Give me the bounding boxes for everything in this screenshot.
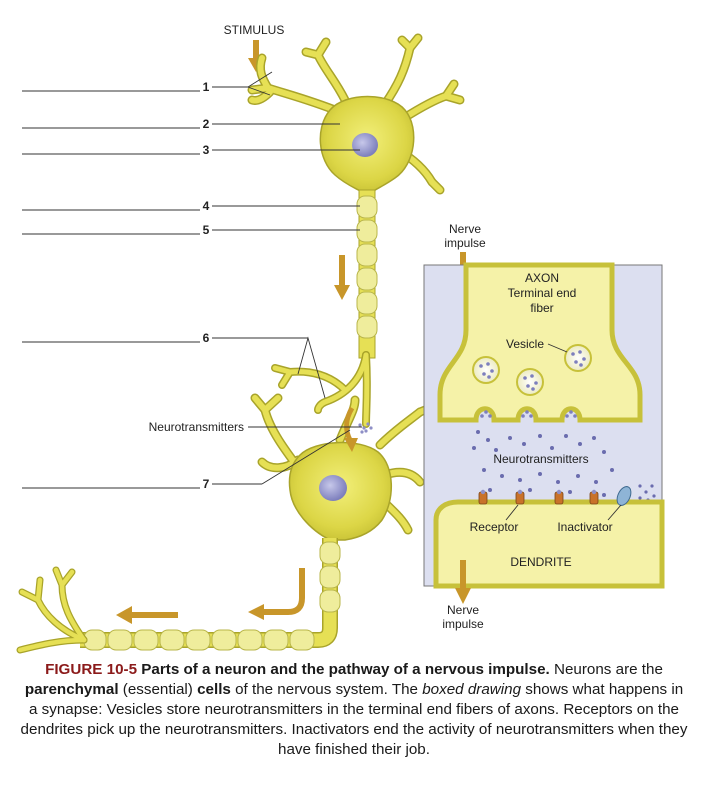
label-number-1: 1 (203, 80, 210, 94)
figure-caption: FIGURE 10-5 Parts of a neuron and the pa… (20, 660, 688, 760)
upper-dendrites (247, 33, 465, 195)
impulse-arrow-synapse (344, 406, 358, 452)
label-number-3: 3 (203, 143, 210, 157)
synapse-dots-left (358, 422, 373, 434)
axon-label-1: AXON (525, 271, 559, 285)
label-number-6: 6 (203, 331, 210, 345)
nerve-impulse-top-line1: Nerve (449, 222, 481, 236)
inactivator-label: Inactivator (557, 520, 612, 534)
nerve-impulse-arrow-bottom (455, 560, 471, 604)
caption-text-3: of the nervous system. The (235, 681, 418, 698)
axon-terminal-branches (271, 351, 371, 428)
caption-text-2: (essential) (122, 681, 193, 698)
impulse-arrow-curve (248, 568, 305, 620)
lower-nucleus (319, 475, 347, 501)
figure-id: FIGURE 10-5 (45, 661, 138, 678)
figure-title: Parts of a neuron and the pathway of a n… (141, 661, 550, 678)
nerve-impulse-bottom-line2: impulse (442, 617, 484, 631)
dendrite-membrane (433, 499, 665, 589)
neurotransmitters-label-box: Neurotransmitters (493, 452, 588, 466)
nerve-impulse-top-line2: impulse (444, 236, 486, 250)
caption-text-4: shows what happens in a synapse: Vesicle… (20, 681, 688, 758)
synapse-box: AXON Terminal end fiber Vesicle Neurotra… (423, 262, 665, 589)
receptor-label: Receptor (470, 520, 519, 534)
label-lines (22, 71, 362, 489)
caption-bold-1: parenchymal (24, 681, 119, 698)
impulse-arrow-left (116, 606, 178, 624)
inactivator (616, 486, 632, 506)
number-labels: 1 2 3 4 5 6 7 (203, 80, 210, 491)
lower-axon (80, 538, 341, 651)
vesicle-label: Vesicle (506, 337, 544, 351)
label-number-2: 2 (203, 117, 210, 131)
released-neurotransmitters (472, 430, 656, 502)
label-number-5: 5 (203, 223, 210, 237)
label-number-7: 7 (203, 477, 210, 491)
upper-axon (356, 189, 378, 359)
dendrite-label: DENDRITE (510, 555, 571, 569)
axon-label-3: fiber (530, 301, 553, 315)
stimulus-label: STIMULUS (224, 23, 285, 37)
label-number-4: 4 (203, 199, 210, 213)
neurotransmitters-label-left: Neurotransmitters (149, 420, 244, 434)
caption-bold-2: cells (197, 681, 231, 698)
receptors (478, 489, 599, 505)
caption-text-1: Neurons are the (554, 661, 663, 678)
vesicles (472, 344, 592, 418)
caption-italic-1: boxed drawing (422, 681, 522, 698)
upper-nucleus (352, 133, 378, 157)
axon-label-2: Terminal end (508, 286, 577, 300)
nerve-impulse-bottom-line1: Nerve (447, 603, 479, 617)
impulse-arrow-down-1 (334, 255, 350, 300)
neuron-diagram: STIMULUS (16, 23, 665, 654)
lower-axon-terminals (16, 566, 88, 654)
